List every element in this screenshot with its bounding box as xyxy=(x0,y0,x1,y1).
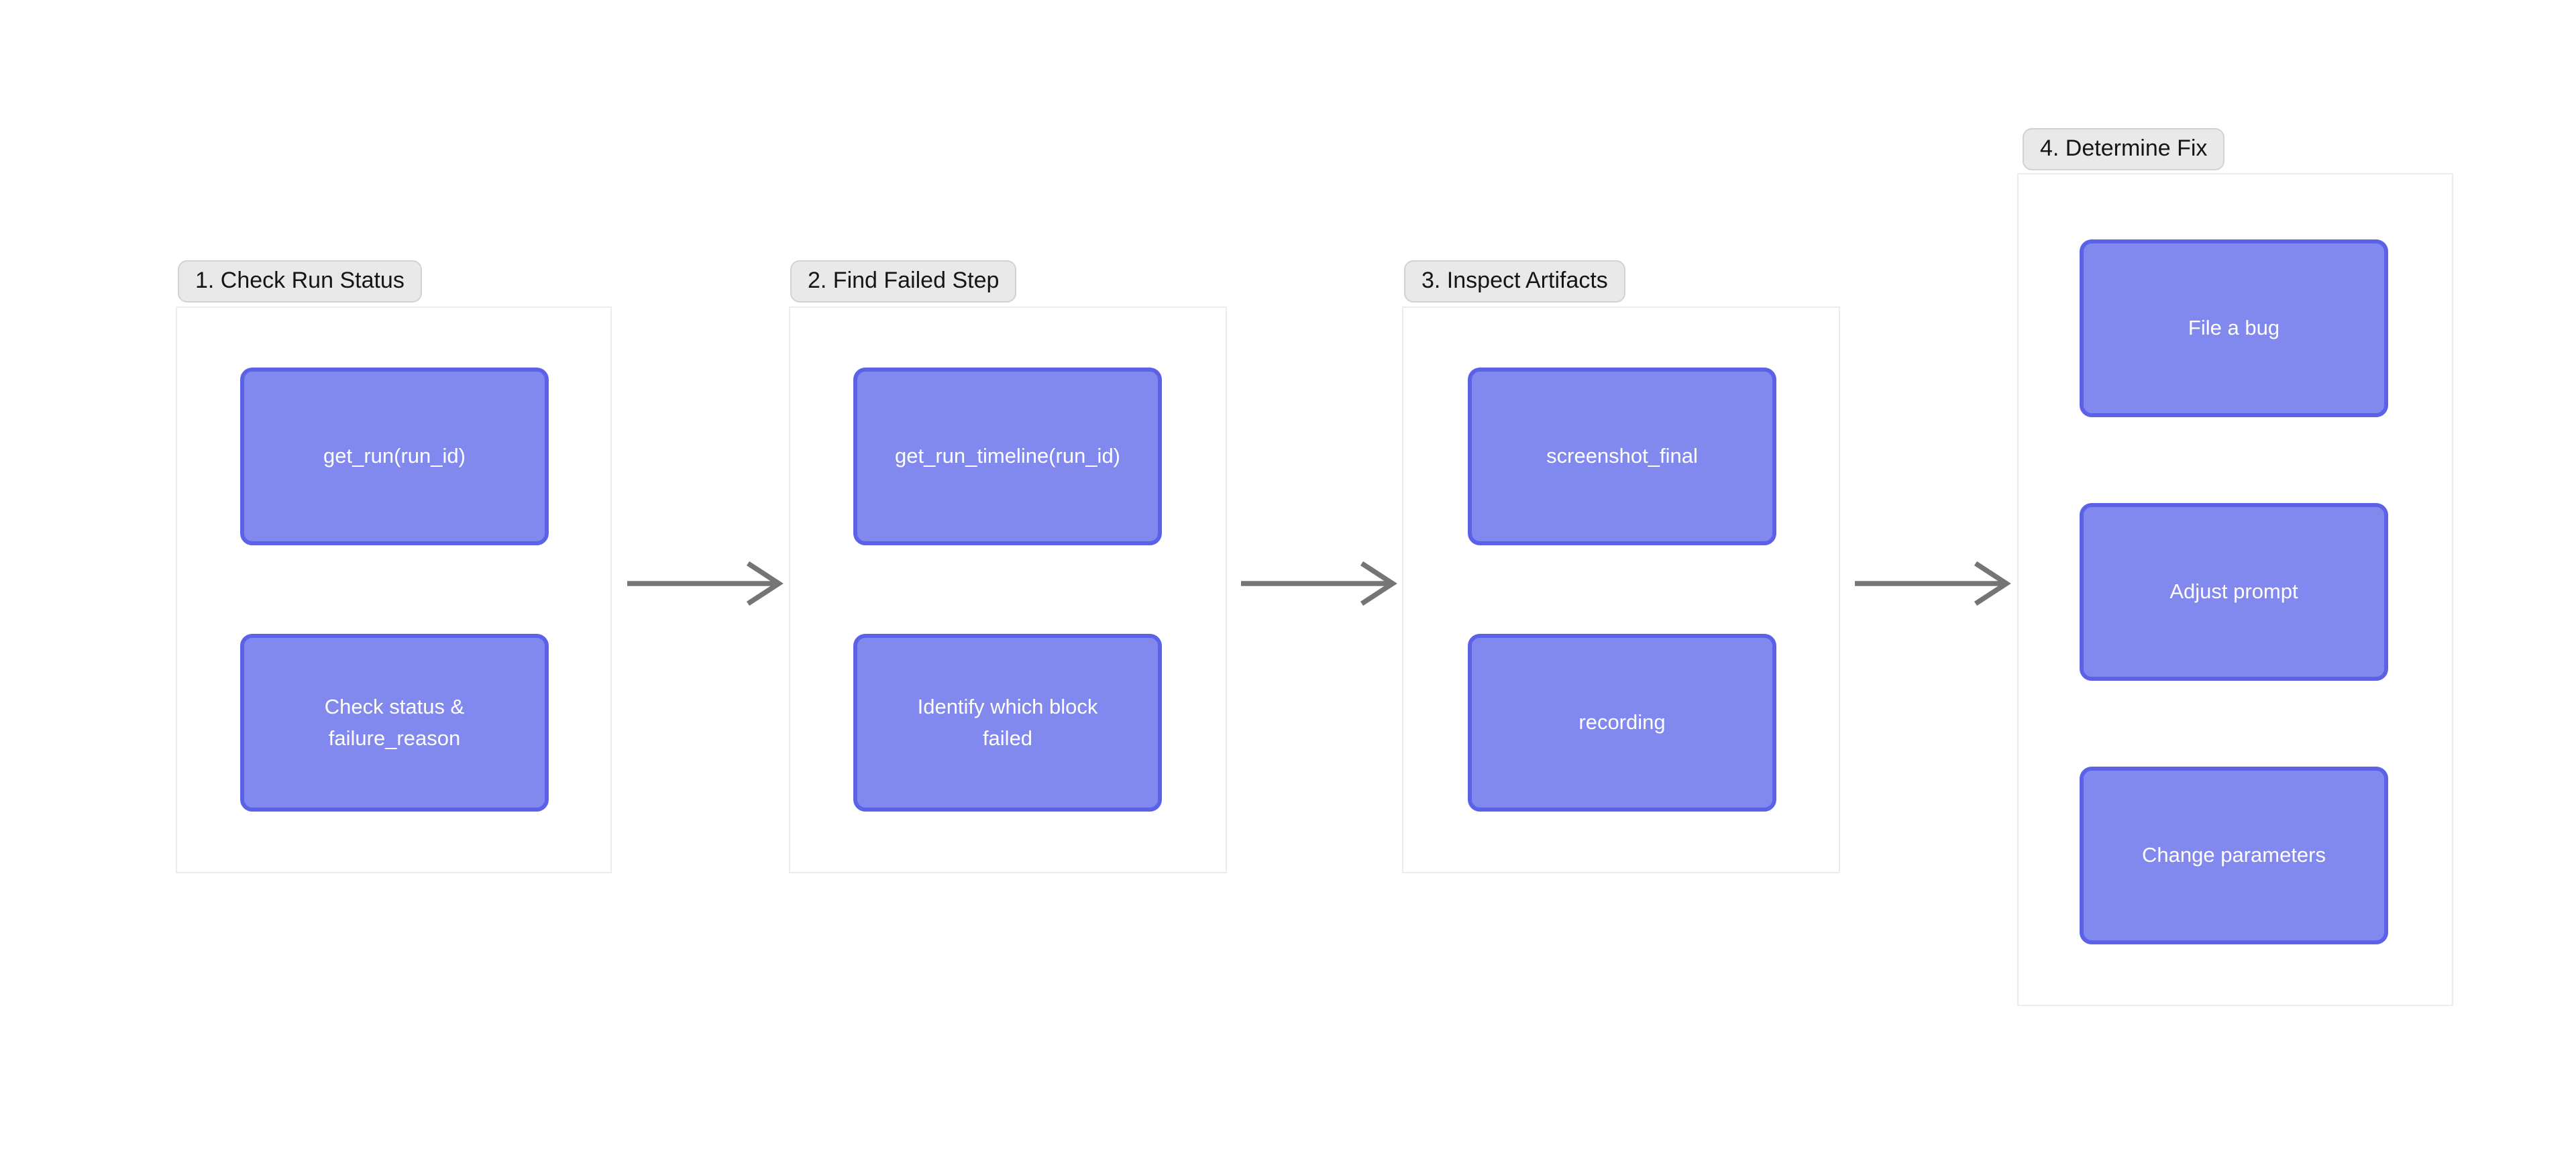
node-check-status-failure-reason: Check status & failure_reason xyxy=(240,634,549,812)
flow-arrow-icon xyxy=(1855,561,2011,606)
group-label-determine-fix: 4. Determine Fix xyxy=(2023,128,2225,170)
node-recording: recording xyxy=(1468,634,1776,812)
node-identify-failed-block: Identify which block failed xyxy=(853,634,1162,812)
node-change-parameters: Change parameters xyxy=(2080,767,2388,944)
flow-arrow-icon xyxy=(1241,561,1397,606)
group-label-find-failed-step: 2. Find Failed Step xyxy=(790,260,1017,302)
node-get-run-timeline: get_run_timeline(run_id) xyxy=(853,368,1162,545)
node-adjust-prompt: Adjust prompt xyxy=(2080,503,2388,681)
node-get-run: get_run(run_id) xyxy=(240,368,549,545)
group-label-check-run-status: 1. Check Run Status xyxy=(178,260,422,302)
group-label-inspect-artifacts: 3. Inspect Artifacts xyxy=(1404,260,1625,302)
flow-arrow-icon xyxy=(627,561,784,606)
node-file-a-bug: File a bug xyxy=(2080,239,2388,417)
node-screenshot-final: screenshot_final xyxy=(1468,368,1776,545)
